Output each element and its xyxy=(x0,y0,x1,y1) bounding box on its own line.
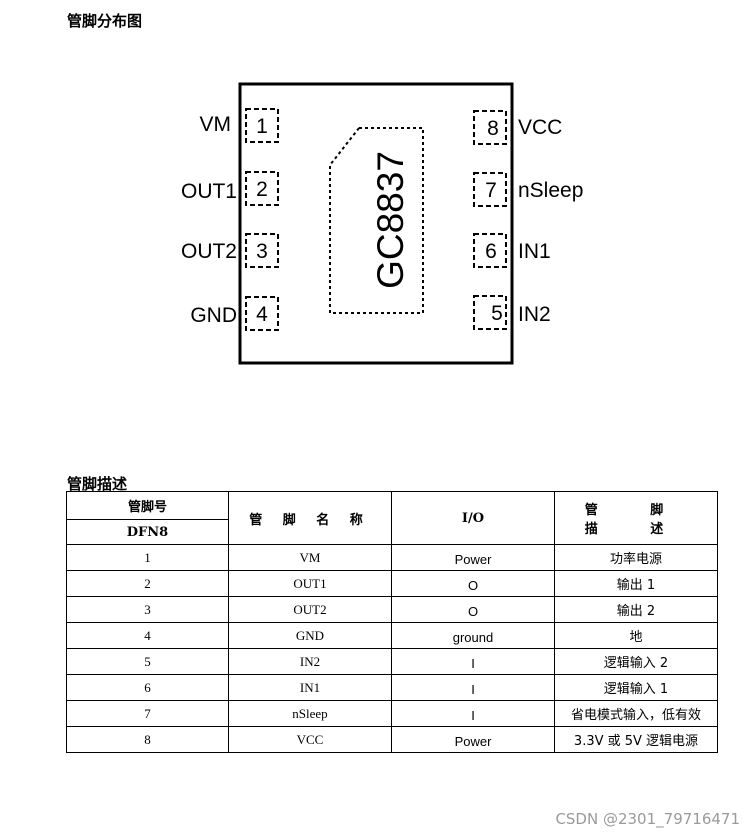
table-row: 8 VCC Power 3.3V 或 5V 逻辑电源 xyxy=(66,726,718,753)
table-row: 4 GND ground 地 xyxy=(66,622,718,649)
cell-description: 输出 2 xyxy=(554,596,718,623)
package-outline xyxy=(238,82,514,365)
cell-io: ground xyxy=(391,622,555,649)
cell-pin-name: VM xyxy=(228,544,392,571)
chip-label: GC8837 xyxy=(370,151,411,289)
pin-number-3: 3 xyxy=(256,240,268,263)
pin-name-gnd: GND xyxy=(190,304,237,327)
pin-name-in2: IN2 xyxy=(518,303,551,326)
watermark: CSDN @2301_79716471 xyxy=(555,810,740,828)
cell-pin-number: 6 xyxy=(66,674,229,701)
header-package: DFN8 xyxy=(66,519,229,545)
pad-3 xyxy=(245,233,279,268)
pin-name-out2: OUT2 xyxy=(181,240,237,263)
header-pin-number: 管脚号 xyxy=(66,491,229,520)
cell-io: I xyxy=(391,700,555,727)
pin-name-nsleep: nSleep xyxy=(518,179,583,202)
cell-pin-number: 3 xyxy=(66,596,229,623)
header-description-text: 管 脚 描 述 xyxy=(584,503,688,537)
cell-description: 逻辑输入 1 xyxy=(554,674,718,701)
cell-description: 逻辑输入 2 xyxy=(554,648,718,675)
cell-io: I xyxy=(391,674,555,701)
die-outline xyxy=(329,127,424,314)
cell-io: Power xyxy=(391,726,555,753)
cell-io: O xyxy=(391,596,555,623)
pin-name-in1: IN1 xyxy=(518,240,551,263)
cell-description: 省电模式输入，低有效 xyxy=(554,700,718,727)
header-description: 管 脚 描 述 xyxy=(554,491,718,545)
header-pin-name: 管 脚 名 称 xyxy=(228,491,392,545)
cell-io: I xyxy=(391,648,555,675)
cell-pin-name: OUT2 xyxy=(228,596,392,623)
pin-number-8: 8 xyxy=(487,117,499,140)
cell-pin-name: GND xyxy=(228,622,392,649)
pin-number-4: 4 xyxy=(256,303,268,326)
cell-pin-number: 8 xyxy=(66,726,229,753)
table-row: 2 OUT1 O 输出 1 xyxy=(66,570,718,597)
header-io: I/O xyxy=(391,491,555,545)
pin-number-5: 5 xyxy=(491,302,503,325)
pin-name-vcc: VCC xyxy=(518,116,562,139)
pad-1 xyxy=(245,108,279,143)
cell-description: 输出 1 xyxy=(554,570,718,597)
pad-2 xyxy=(245,171,279,206)
cell-io: O xyxy=(391,570,555,597)
pad-6 xyxy=(473,233,507,268)
pin-number-2: 2 xyxy=(256,178,268,201)
cell-pin-number: 2 xyxy=(66,570,229,597)
pin-number-1: 1 xyxy=(256,115,268,138)
cell-pin-number: 7 xyxy=(66,700,229,727)
pin-diagram: GC8837 1 2 3 4 VM OUT1 OUT2 GND 8 7 6 5 … xyxy=(181,82,583,365)
pad-5 xyxy=(473,295,507,330)
cell-io: Power xyxy=(391,544,555,571)
pin-number-7: 7 xyxy=(485,179,497,202)
table-row: 6 IN1 I 逻辑输入 1 xyxy=(66,674,718,701)
cell-pin-name: OUT1 xyxy=(228,570,392,597)
cell-pin-number: 1 xyxy=(66,544,229,571)
pin-layout-title: 管脚分布图 xyxy=(67,12,143,30)
pin-name-out1: OUT1 xyxy=(181,180,237,203)
cell-pin-name: IN2 xyxy=(228,648,392,675)
cell-description: 地 xyxy=(554,622,718,649)
cell-pin-number: 4 xyxy=(66,622,229,649)
cell-pin-name: VCC xyxy=(228,726,392,753)
table-row: 1 VM Power 功率电源 xyxy=(66,544,718,571)
cell-pin-name: nSleep xyxy=(228,700,392,727)
header-pin-name-text: 管 脚 名 称 xyxy=(249,512,371,528)
table-row: 3 OUT2 O 输出 2 xyxy=(66,596,718,623)
pin-number-6: 6 xyxy=(485,240,497,263)
pad-8 xyxy=(473,110,507,145)
pad-7 xyxy=(473,172,507,207)
pin-name-vm: VM xyxy=(200,113,232,136)
cell-pin-name: IN1 xyxy=(228,674,392,701)
cell-description: 3.3V 或 5V 逻辑电源 xyxy=(554,726,718,753)
table-row: 7 nSleep I 省电模式输入，低有效 xyxy=(66,700,718,727)
table-row: 5 IN2 I 逻辑输入 2 xyxy=(66,648,718,675)
pin-description-title: 管脚描述 xyxy=(67,475,128,493)
pin-description-table: 管脚号 管 脚 名 称 I/O 管 脚 描 述 DFN8 1 VM Power … xyxy=(66,491,718,753)
cell-pin-number: 5 xyxy=(66,648,229,675)
cell-description: 功率电源 xyxy=(554,544,718,571)
table-header-row: 管脚号 管 脚 名 称 I/O 管 脚 描 述 xyxy=(66,491,718,545)
pad-4 xyxy=(245,296,279,331)
